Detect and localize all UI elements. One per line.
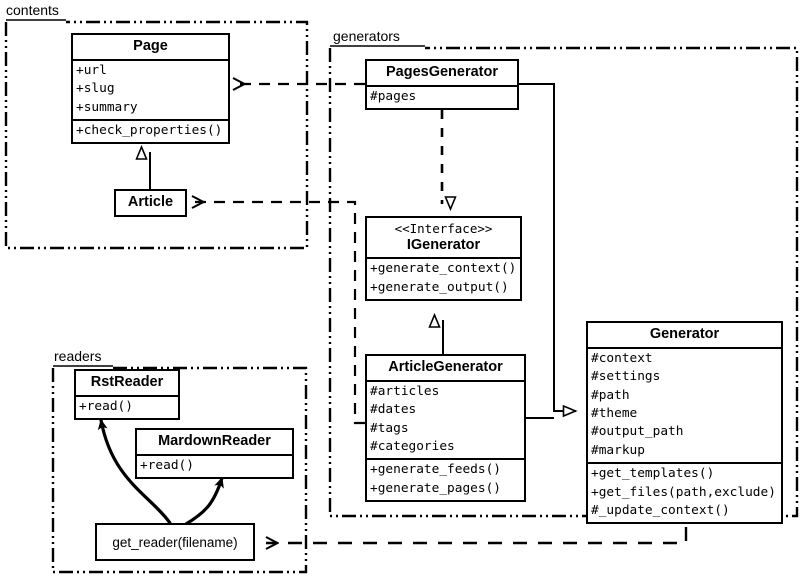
- class-operations-page: +check_properties(): [73, 121, 228, 142]
- class-operation: +generate_output(): [370, 279, 509, 295]
- class-stereotype-interface: <<Interface>>: [394, 221, 493, 236]
- class-operations-generator: +get_templates() +get_files(path,exclude…: [588, 464, 781, 522]
- class-title-pagesgenerator: PagesGenerator: [385, 64, 499, 80]
- class-separator: [588, 462, 781, 465]
- class-box-page[interactable]: Page +url +slug +summary +check_properti…: [71, 33, 230, 145]
- class-box-pagesgenerator[interactable]: PagesGenerator #pages: [365, 59, 519, 111]
- class-title-article: Article: [127, 194, 174, 210]
- class-attributes-generator: #context #settings #path #theme #output_…: [588, 349, 781, 463]
- class-attribute: #pages: [370, 88, 417, 104]
- class-separator: [367, 458, 524, 461]
- class-attribute: +summary: [76, 99, 138, 115]
- class-separator: [367, 257, 520, 260]
- class-attribute: +slug: [76, 81, 115, 97]
- class-attributes-articlegenerator: #articles #dates #tags #categories: [367, 382, 524, 459]
- class-title-rstreader: RstReader: [90, 374, 164, 390]
- edge-articlegenerator-uses-article: [192, 202, 365, 425]
- class-separator: [76, 394, 178, 397]
- class-attributes-page: +url +slug +summary: [73, 61, 228, 119]
- class-separator: [367, 84, 517, 87]
- class-box-articlegenerator[interactable]: ArticleGenerator #articles #dates #tags …: [365, 354, 526, 503]
- class-name-igenerator: IGenerator: [406, 236, 481, 253]
- class-operation: +get_files(path,exclude): [591, 484, 776, 500]
- edge-getreader-returns-mardownreader: [184, 476, 224, 526]
- class-box-article[interactable]: Article: [114, 189, 187, 217]
- class-box-generator[interactable]: Generator #context #settings #path #them…: [586, 321, 783, 525]
- class-box-igenerator[interactable]: <<Interface>> IGenerator +generate_conte…: [365, 216, 522, 302]
- class-attribute: #dates: [370, 402, 417, 418]
- function-box-get-reader[interactable]: get_reader(filename): [95, 523, 255, 561]
- package-label-readers: readers: [52, 348, 104, 364]
- class-attribute: #markup: [591, 442, 645, 458]
- class-separator: [367, 379, 524, 382]
- class-operations-rstreader: +read(): [76, 397, 178, 418]
- class-operations-articlegenerator: +generate_feeds() +generate_pages(): [367, 460, 524, 500]
- class-operation: +check_properties(): [76, 122, 223, 138]
- class-separator: [137, 453, 292, 456]
- class-attributes-pagesgenerator: #pages: [367, 87, 517, 108]
- class-operations-igenerator: +generate_context() +generate_output(): [367, 259, 520, 299]
- class-operation: +get_templates(): [591, 466, 715, 482]
- class-operation: +generate_context(): [370, 261, 517, 277]
- class-title-articlegenerator: ArticleGenerator: [388, 359, 503, 375]
- class-attribute: #tags: [370, 420, 409, 436]
- class-operation: +generate_pages(): [370, 480, 501, 496]
- class-attribute: #categories: [370, 438, 455, 454]
- class-box-mardownreader[interactable]: MardownReader +read(): [135, 428, 294, 480]
- class-separator: [73, 118, 228, 121]
- class-operation: +generate_feeds(): [370, 462, 501, 478]
- class-box-rstreader[interactable]: RstReader +read(): [74, 369, 180, 421]
- function-label-get-reader: get_reader(filename): [112, 534, 238, 550]
- class-operation: #_update_context(): [591, 503, 730, 519]
- class-attribute: #settings: [591, 369, 661, 385]
- package-label-generators: generators: [331, 28, 402, 44]
- class-attribute: +url: [76, 62, 107, 78]
- class-title-mardownreader: MardownReader: [158, 433, 271, 449]
- class-attribute: #articles: [370, 383, 440, 399]
- edge-pagesgenerator-inherits-generator: [519, 83, 576, 411]
- class-attribute: #theme: [591, 405, 638, 421]
- class-title-generator: Generator: [649, 326, 720, 342]
- class-separator: [588, 346, 781, 349]
- class-attribute: #context: [591, 350, 653, 366]
- class-operations-mardownreader: +read(): [137, 456, 292, 477]
- package-label-contents: contents: [4, 2, 61, 18]
- class-attribute: #output_path: [591, 424, 684, 440]
- class-separator: [73, 58, 228, 61]
- class-title-page: Page: [133, 38, 168, 54]
- class-operation: +read(): [140, 457, 194, 473]
- class-attribute: #path: [591, 387, 630, 403]
- class-title-igenerator: <<Interface>> IGenerator: [367, 218, 520, 257]
- class-operation: +read(): [79, 398, 133, 414]
